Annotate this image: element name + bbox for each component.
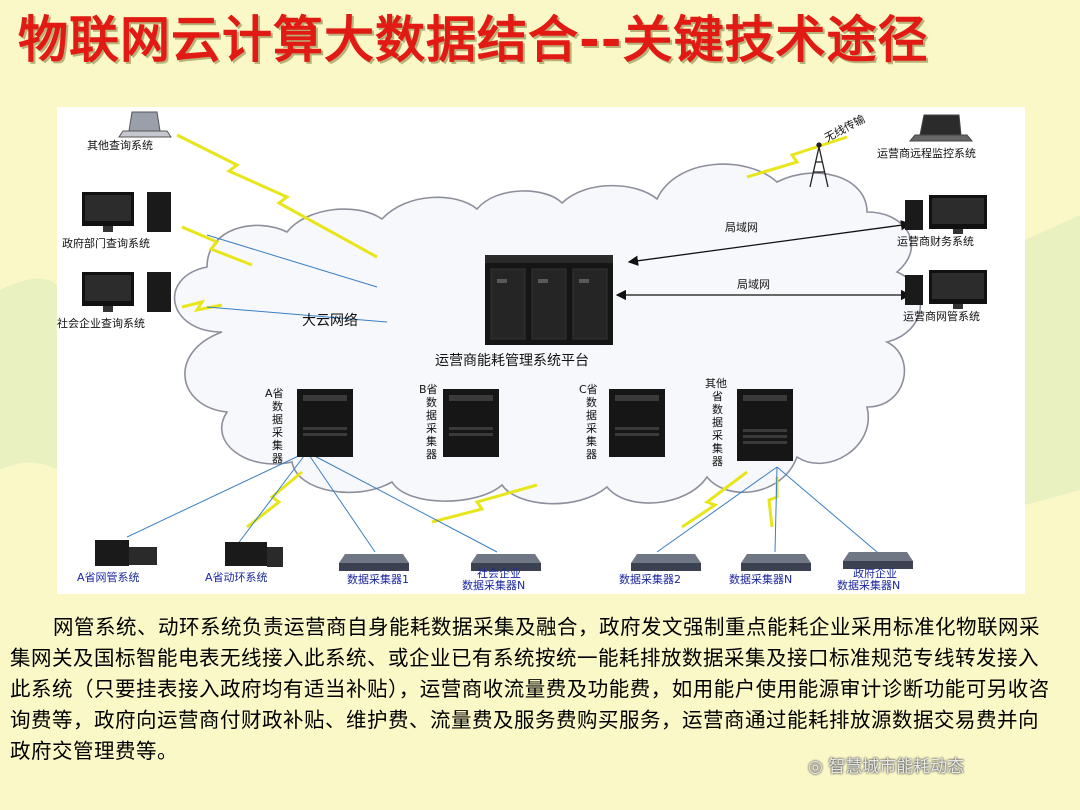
desktop-computer-icon [905, 195, 987, 234]
lan-label-1: 局域网 [725, 221, 758, 234]
bottom-device-label-3: 数据采集器1 [347, 572, 409, 586]
server-tower-icon [737, 389, 793, 461]
right-system-label-1: 运营商远程监控系统 [877, 146, 976, 160]
server-tower-icon [609, 389, 665, 457]
desktop-computer-icon [82, 192, 171, 232]
rack-device-icon [631, 554, 701, 571]
rack-device-icon [843, 552, 913, 569]
lan-label-2: 局域网 [737, 278, 770, 291]
right-system-label-2: 运营商财务系统 [897, 234, 974, 248]
bottom-device-label-6: 数据采集器N [729, 572, 792, 586]
network-diagram: 局域网 局域网 无线传输 运营商能耗管理系统平台 大云网络 其他查询系统 政府部… [57, 107, 1025, 594]
rack-device-icon [339, 554, 409, 571]
bottom-device-label-2: A省动环系统 [205, 571, 268, 584]
collector-label-a: A省 数 据 采 集 器 [265, 387, 287, 465]
description-paragraph: 网管系统、动环系统负责运营商自身能耗数据采集及融合，政府发文强制重点能耗企业采用… [10, 615, 1050, 763]
server-platform-icon [485, 255, 613, 345]
bottom-device-label-1: A省网管系统 [77, 570, 140, 584]
chat-bubble-icon: ◎ [808, 757, 829, 777]
lightning-remote-monitor [746, 135, 848, 179]
collector-label-c: C省 数 据 采 集 器 [579, 383, 601, 461]
cloud-label: 大云网络 [302, 313, 358, 329]
right-system-label-3: 运营商网管系统 [903, 309, 980, 323]
film-strip-decoration-left [0, 278, 57, 470]
film-strip-decoration-right [1025, 215, 1080, 505]
monitor-icon [225, 542, 283, 567]
lightning-bottom-left [246, 470, 303, 529]
slide-title: 物联网云计算大数据结合--关键技术途径 [18, 11, 929, 69]
platform-label: 运营商能耗管理系统平台 [435, 353, 589, 369]
collector-label-other: 其他 省 数 据 采 集 器 [705, 377, 731, 468]
left-system-label-2: 政府部门查询系统 [62, 236, 150, 250]
rack-device-icon [471, 554, 541, 571]
lightning-bottom-right-1 [681, 470, 748, 529]
rack-device-icon [741, 554, 811, 571]
lan-arrow-1 [627, 220, 912, 266]
wireless-label: 无线传输 [822, 112, 867, 145]
wireless-tower-icon [809, 142, 829, 188]
network-diagram-canvas: 局域网 局域网 无线传输 运营商能耗管理系统平台 大云网络 其他查询系统 政府部… [57, 111, 987, 592]
bottom-device-label-7: 政府企业 数据采集器N [837, 566, 901, 592]
monitor-icon [95, 540, 157, 566]
collector-label-b: B省 数 据 采 集 器 [419, 383, 441, 461]
server-tower-icon [443, 389, 499, 457]
lightning-other-query [176, 133, 378, 259]
connection-lines [126, 234, 878, 553]
watermark-text: 智慧城市能耗动态 [828, 757, 965, 777]
watermark: ◎ 智慧城市能耗动态 [808, 754, 1044, 780]
desktop-computer-icon [82, 272, 171, 312]
lightning-gov-query [181, 225, 253, 267]
server-tower-icon [297, 389, 353, 457]
laptop-icon [118, 111, 172, 138]
laptop-icon [908, 114, 974, 142]
lightning-bottom-mid [431, 483, 538, 524]
bottom-device-label-5: 数据采集器2 [619, 572, 681, 586]
left-system-label-1: 其他查询系统 [87, 138, 153, 152]
bottom-device-label-4: 社会企业 数据采集器N [462, 566, 525, 592]
left-system-label-3: 社会企业查询系统 [57, 316, 145, 330]
desktop-computer-icon [905, 270, 987, 309]
